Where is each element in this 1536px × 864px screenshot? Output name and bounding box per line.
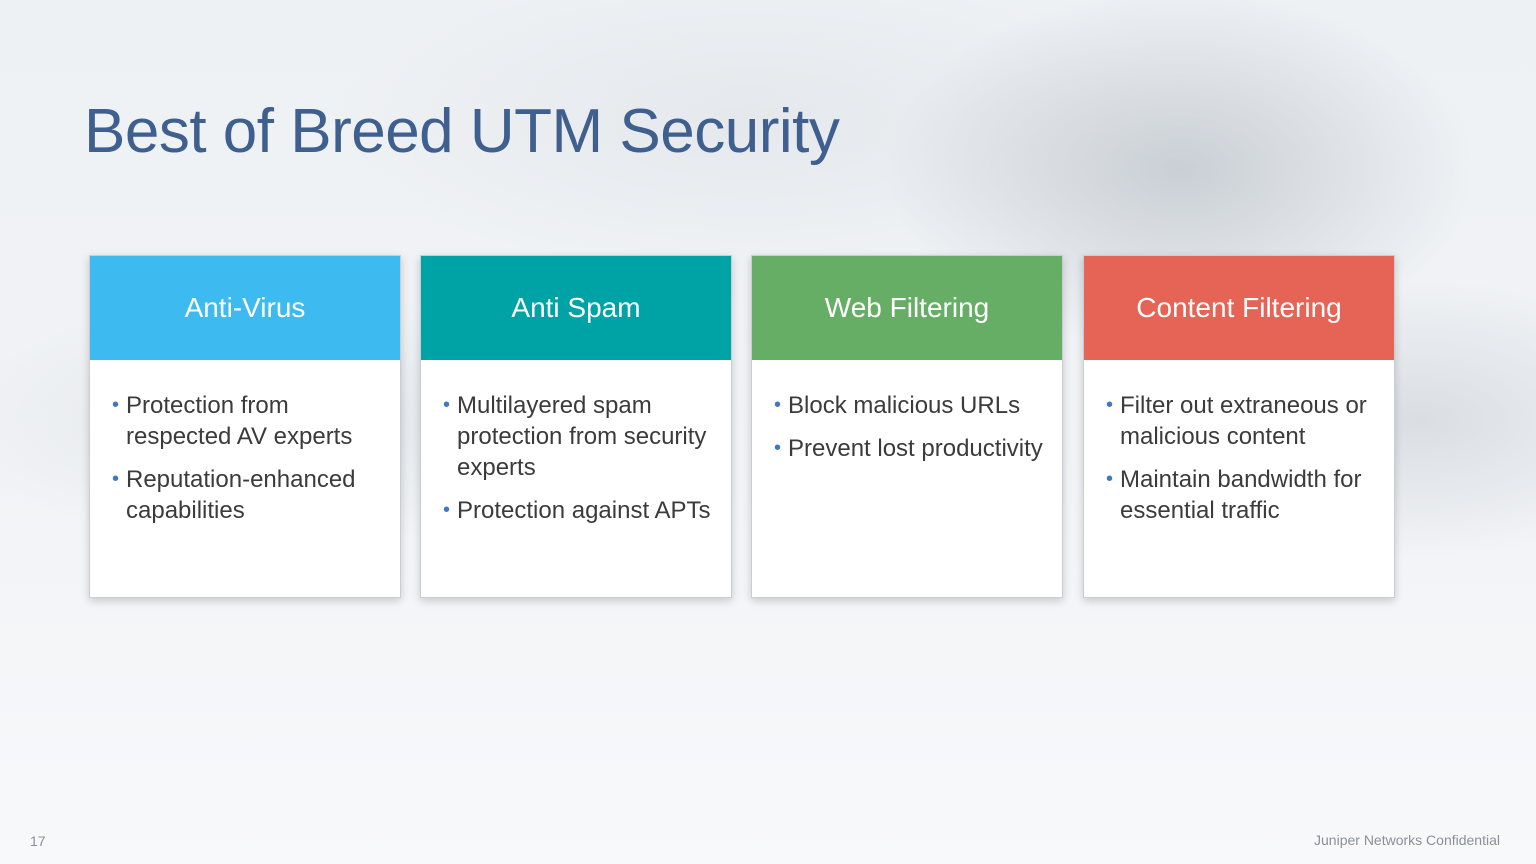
bullet-item: Protection from respected AV experts [112, 390, 384, 452]
card-header: Content Filtering [1084, 256, 1394, 360]
slide-title: Best of Breed UTM Security [84, 97, 840, 166]
card-anti-spam: Anti Spam Multilayered spam protection f… [420, 255, 732, 598]
card-anti-virus: Anti-Virus Protection from respected AV … [89, 255, 401, 598]
bullet-item: Multilayered spam protection from securi… [443, 390, 715, 483]
card-content-filtering: Content Filtering Filter out extraneous … [1083, 255, 1395, 598]
card-body: Protection from respected AV experts Rep… [90, 360, 400, 526]
card-body: Filter out extraneous or malicious conte… [1084, 360, 1394, 526]
card-body: Block malicious URLs Prevent lost produc… [752, 360, 1062, 464]
card-body: Multilayered spam protection from securi… [421, 360, 731, 526]
bullet-item: Block malicious URLs [774, 390, 1046, 421]
card-header: Web Filtering [752, 256, 1062, 360]
card-web-filtering: Web Filtering Block malicious URLs Preve… [751, 255, 1063, 598]
bullet-item: Prevent lost productivity [774, 433, 1046, 464]
bullet-item: Protection against APTs [443, 495, 715, 526]
bullet-item: Maintain bandwidth for essential traffic [1106, 464, 1378, 526]
page-number: 17 [30, 833, 46, 849]
bullet-item: Filter out extraneous or malicious conte… [1106, 390, 1378, 452]
card-header: Anti Spam [421, 256, 731, 360]
confidential-footer: Juniper Networks Confidential [1314, 832, 1500, 848]
bullet-item: Reputation-enhanced capabilities [112, 464, 384, 526]
card-header: Anti-Virus [90, 256, 400, 360]
